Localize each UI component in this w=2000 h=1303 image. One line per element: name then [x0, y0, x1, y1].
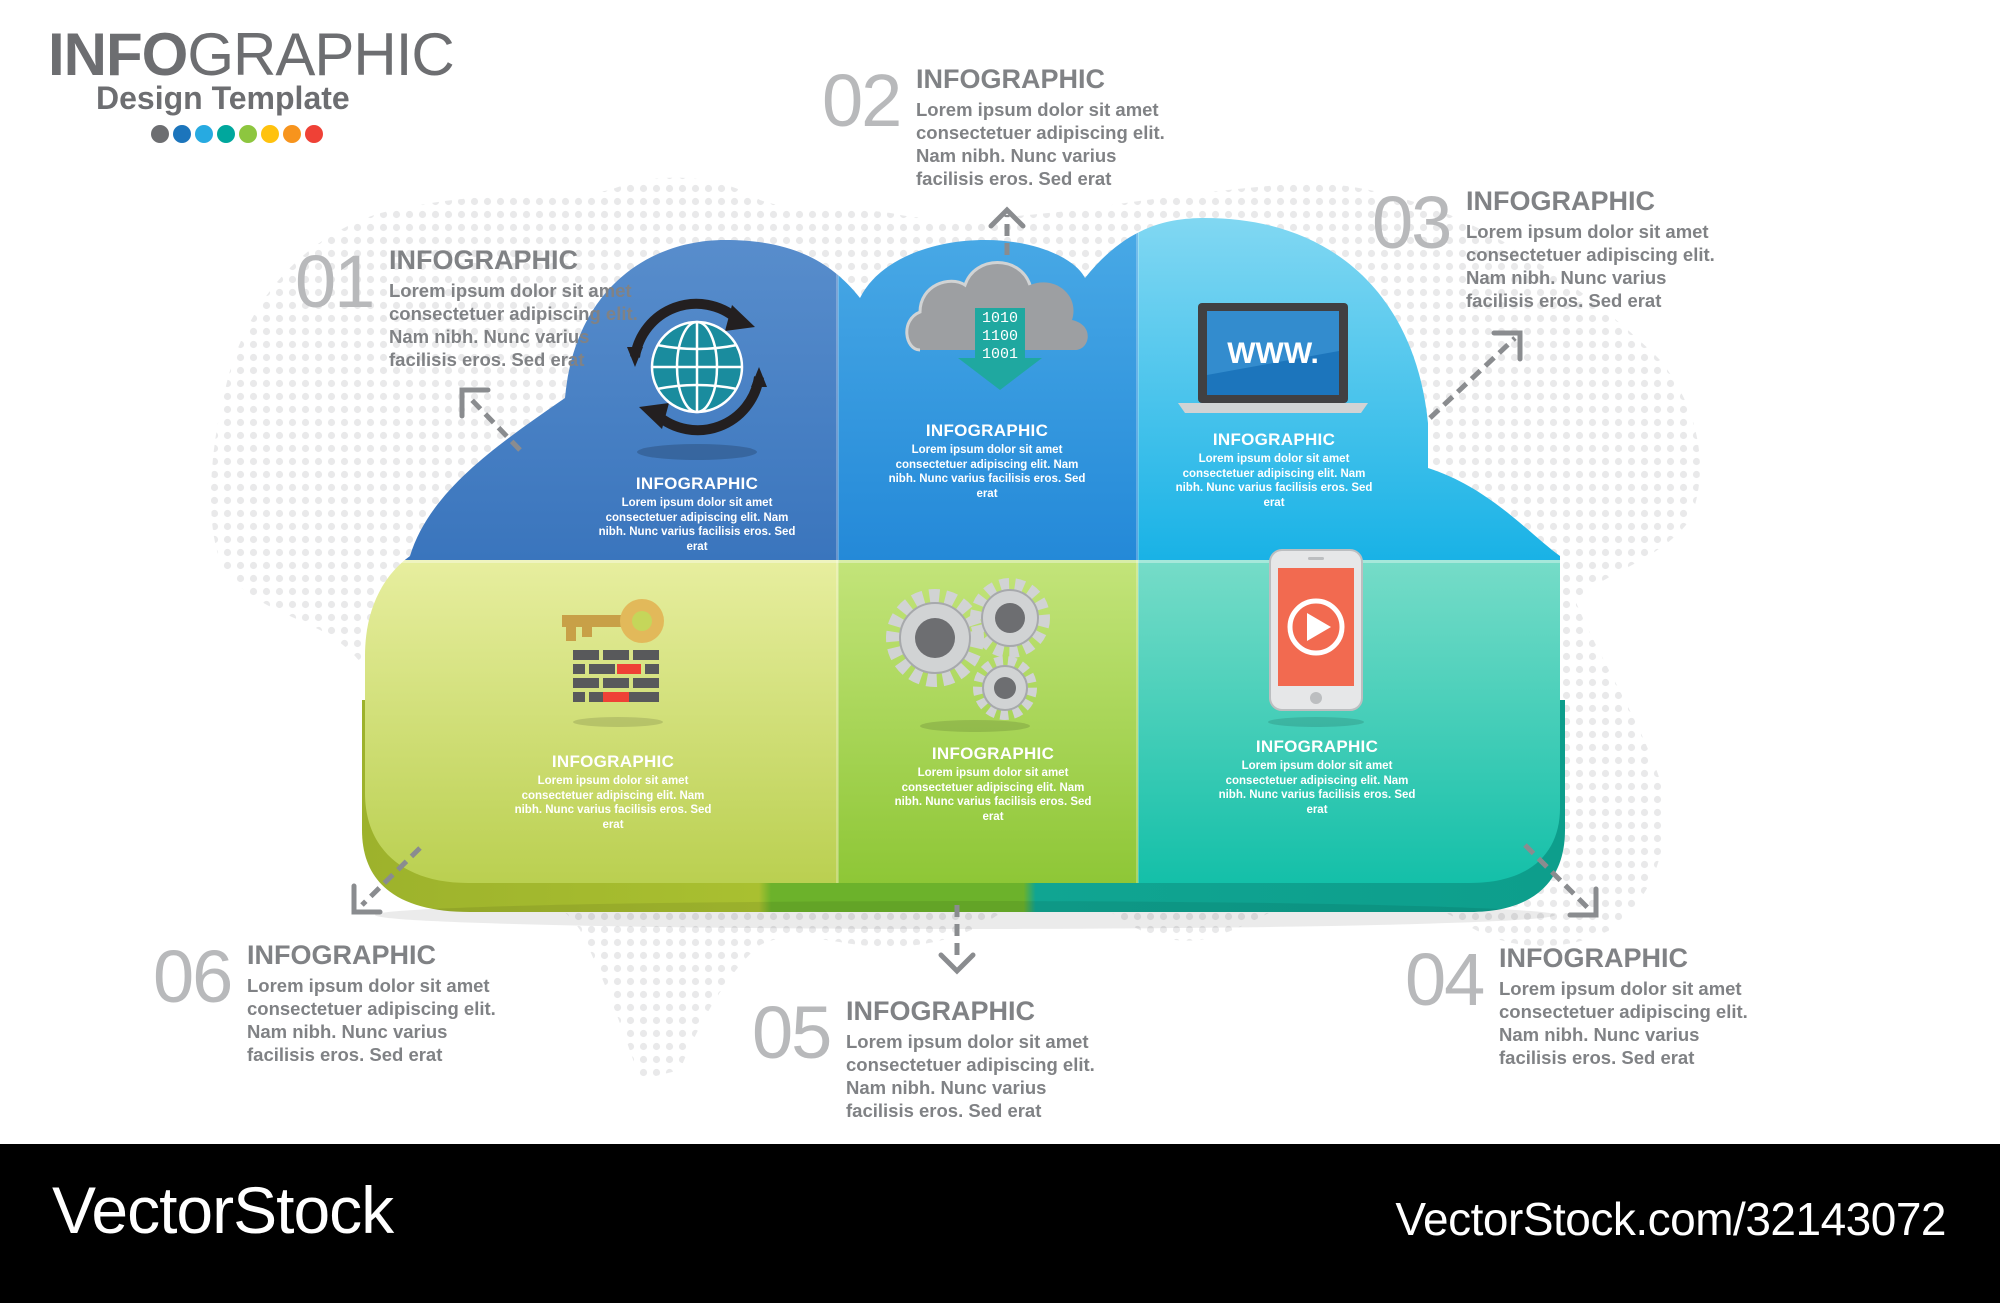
step-title: INFOGRAPHIC	[916, 64, 1105, 94]
key-firewall-icon	[562, 599, 664, 727]
panel-bottom-left	[365, 560, 838, 883]
laptop-screen-text: WWW.	[1227, 337, 1319, 370]
step-number: 02	[822, 59, 902, 142]
panel-title: INFOGRAPHIC	[931, 744, 1055, 763]
brand-subtitle: Design Template	[96, 80, 350, 116]
palette-dot	[261, 125, 279, 143]
palette-dot	[239, 125, 257, 143]
panel-label-6: INFOGRAPHIC Lorem ipsum dolor sit amet c…	[1217, 737, 1417, 817]
step-body: Lorem ipsum dolor sit amet consectetuer …	[389, 280, 638, 370]
step-title: INFOGRAPHIC	[846, 996, 1035, 1026]
vectorstock-logo: VectorStock	[52, 1173, 394, 1247]
palette-dot	[195, 125, 213, 143]
color-palette-dots	[151, 125, 323, 143]
panel-title: INFOGRAPHIC	[551, 752, 675, 771]
watermark-footer: VectorStock VectorStock.com/32143072	[0, 1144, 2000, 1303]
panel-title: INFOGRAPHIC	[925, 421, 1049, 440]
step-title: INFOGRAPHIC	[247, 940, 436, 970]
panel-title: INFOGRAPHIC	[1212, 430, 1336, 449]
gears-icon	[886, 578, 1050, 732]
brand-title-bold: INFO	[48, 21, 188, 88]
step-body: Lorem ipsum dolor sit amet consectetuer …	[916, 99, 1165, 189]
panel-label-1: INFOGRAPHIC Lorem ipsum dolor sit amet c…	[597, 474, 797, 554]
panel-title: INFOGRAPHIC	[635, 474, 759, 493]
step-body: Lorem ipsum dolor sit amet consectetuer …	[247, 975, 496, 1065]
palette-dot	[173, 125, 191, 143]
step-body: Lorem ipsum dolor sit amet consectetuer …	[846, 1031, 1095, 1121]
step-body: Lorem ipsum dolor sit amet consectetuer …	[1499, 978, 1748, 1068]
panel-label-4: INFOGRAPHIC Lorem ipsum dolor sit amet c…	[513, 752, 713, 832]
palette-dot	[283, 125, 301, 143]
connector-arrows	[360, 215, 1592, 962]
binary-line-3: 1001	[982, 346, 1018, 363]
step-number: 01	[295, 240, 375, 323]
step-number: 06	[153, 935, 233, 1018]
panel-body: Lorem ipsum dolor sit amet consectetuer …	[514, 775, 712, 831]
cloud-download-icon: 1010 1100 1001	[905, 261, 1088, 390]
infographic-artwork: 1010 1100 1001 WWW.	[151, 125, 1700, 1080]
palette-dot	[217, 125, 235, 143]
panel-label-5: INFOGRAPHIC Lorem ipsum dolor sit amet c…	[893, 744, 1093, 824]
arrow-heads	[351, 206, 1599, 975]
step-title: INFOGRAPHIC	[389, 245, 578, 275]
step-number: 04	[1405, 938, 1485, 1021]
phone-video-icon	[1268, 549, 1364, 727]
panel-title: INFOGRAPHIC	[1255, 737, 1379, 756]
panel-label-3: INFOGRAPHIC Lorem ipsum dolor sit amet c…	[1174, 430, 1374, 510]
step-title: INFOGRAPHIC	[1499, 943, 1688, 973]
panel-body: Lorem ipsum dolor sit amet consectetuer …	[1175, 453, 1373, 509]
panel-label-2: INFOGRAPHIC Lorem ipsum dolor sit amet c…	[887, 421, 1087, 501]
step-number: 03	[1372, 181, 1452, 264]
palette-dot	[151, 125, 169, 143]
brand-title: INFOGRAPHIC	[48, 21, 455, 88]
binary-line-1: 1010	[982, 310, 1018, 327]
step-number: 05	[752, 991, 832, 1074]
panel-body: Lorem ipsum dolor sit amet consectetuer …	[888, 444, 1086, 500]
image-url: VectorStock.com/32143072	[1395, 1193, 1946, 1245]
step-body: Lorem ipsum dolor sit amet consectetuer …	[1466, 221, 1715, 311]
brand-title-light: GRAPHIC	[187, 21, 454, 88]
panel-body: Lorem ipsum dolor sit amet consectetuer …	[1218, 760, 1416, 816]
panel-body: Lorem ipsum dolor sit amet consectetuer …	[894, 767, 1092, 823]
laptop-www-icon: WWW.	[1178, 303, 1368, 413]
globe-sync-icon	[627, 298, 767, 460]
binary-line-2: 1100	[982, 328, 1018, 345]
step-title: INFOGRAPHIC	[1466, 186, 1655, 216]
palette-dot	[305, 125, 323, 143]
panel-body: Lorem ipsum dolor sit amet consectetuer …	[598, 497, 796, 553]
